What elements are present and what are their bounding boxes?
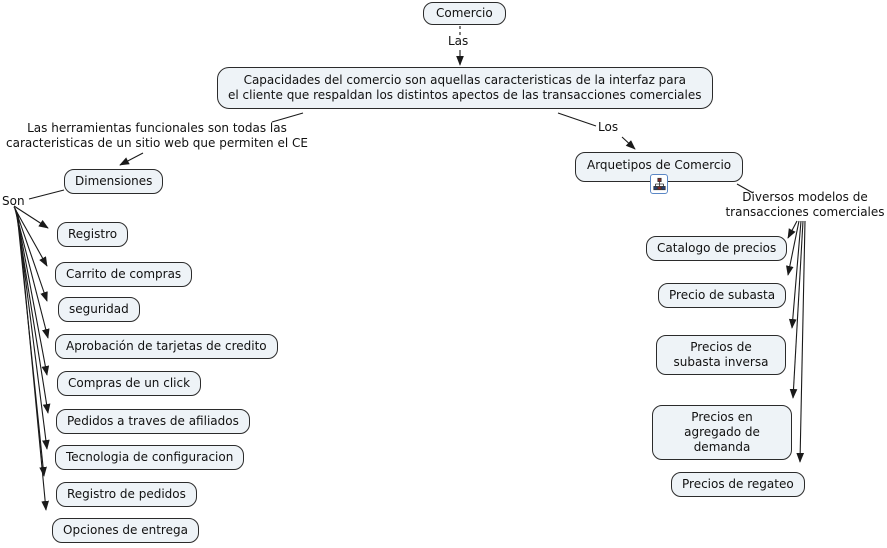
concept-node-aprobacion-tarjetas[interactable]: Aprobación de tarjetas de credito — [55, 334, 278, 359]
concept-node-precios-regateo[interactable]: Precios de regateo — [671, 472, 805, 497]
concept-node-arquetipos[interactable]: Arquetipos de Comercio — [575, 152, 744, 194]
annotation-diversos-line-2: transacciones comerciales — [725, 205, 885, 219]
hierarchy-glyph — [652, 177, 666, 191]
annotation-herramientas[interactable]: Las herramientas funcionales son todas l… — [0, 121, 314, 151]
cmap-hierarchy-icon[interactable] — [650, 174, 669, 194]
concept-node-catalogo-precios[interactable]: Catalogo de precios — [646, 236, 788, 261]
annotation-herramientas-line-1: Las herramientas funcionales son todas l… — [27, 121, 287, 135]
concept-node-definition[interactable]: Capacidades del comercio son aquellas ca… — [217, 67, 713, 109]
concept-node-dimensiones[interactable]: Dimensiones — [64, 169, 164, 194]
concept-node-seguridad[interactable]: seguridad — [58, 297, 140, 322]
definition-line-2: el cliente que respaldan los distintos a… — [228, 88, 702, 102]
arquetipos-label: Arquetipos de Comercio — [587, 158, 732, 172]
annotation-diversos-modelos[interactable]: Diversos modelos de transacciones comerc… — [724, 190, 886, 220]
concept-node-carrito-de-compras[interactable]: Carrito de compras — [55, 262, 193, 287]
concept-node-subasta-inversa[interactable]: Precios de subasta inversa — [656, 335, 786, 375]
annotation-herramientas-line-2: caracteristicas de un sitio web que perm… — [6, 136, 308, 150]
concept-node-compras-un-click[interactable]: Compras de un click — [57, 371, 202, 396]
concept-node-tecnologia-configuracion[interactable]: Tecnologia de configuracion — [55, 445, 245, 470]
concept-node-opciones-de-entrega[interactable]: Opciones de entrega — [52, 518, 199, 543]
concept-node-comercio[interactable]: Comercio — [423, 2, 506, 25]
concept-node-pedidos-afiliados[interactable]: Pedidos a traves de afiliados — [56, 409, 250, 434]
concept-node-precio-subasta[interactable]: Precio de subasta — [658, 283, 787, 308]
concept-node-registro[interactable]: Registro — [57, 222, 129, 247]
annotation-diversos-line-1: Diversos modelos de — [742, 190, 868, 204]
link-label-son[interactable]: Son — [2, 194, 25, 208]
link-label-las[interactable]: Las — [448, 34, 469, 48]
link-label-los[interactable]: Los — [598, 120, 619, 134]
definition-line-1: Capacidades del comercio son aquellas ca… — [243, 73, 686, 87]
concept-node-registro-de-pedidos[interactable]: Registro de pedidos — [56, 482, 197, 507]
concept-node-agregado-demanda[interactable]: Precios en agregado de demanda — [652, 405, 792, 460]
